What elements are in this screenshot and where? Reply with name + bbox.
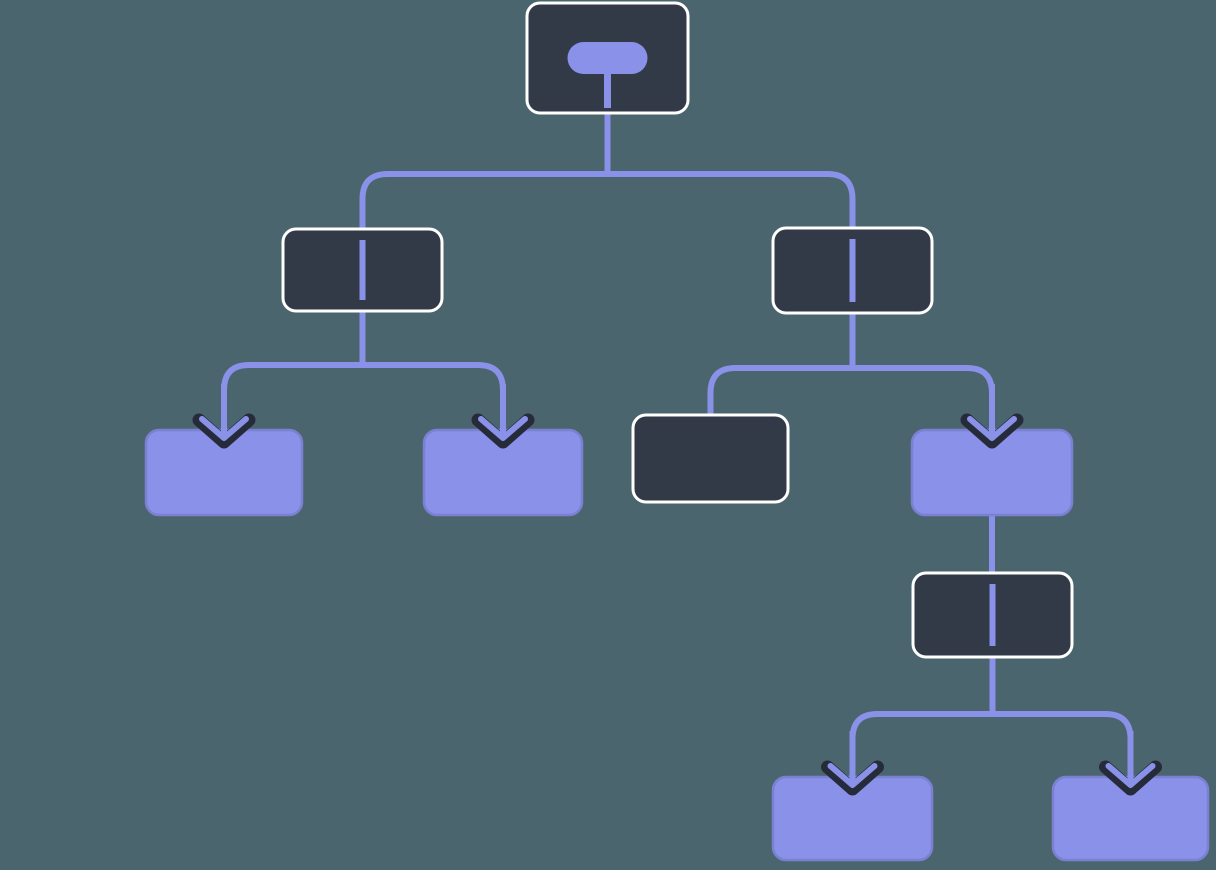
edge-root-to-branch-right	[604, 113, 856, 231]
arrow-into-node-icon	[192, 384, 256, 449]
edge-branch-right-to-task-plain	[707, 313, 856, 418]
arrowhead-down-icon	[199, 416, 249, 441]
node-task-plain[interactable]	[631, 413, 790, 504]
arrow-into-node-icon	[960, 384, 1024, 449]
arrowhead-down-icon	[827, 763, 878, 788]
dark-node-body[interactable]	[631, 413, 790, 504]
arrowhead-down-icon	[967, 416, 1017, 441]
root-pill-shape	[567, 42, 648, 74]
root-pill-icon	[567, 42, 648, 108]
nodes-layer	[144, 1, 1210, 862]
arrow-into-node-icon	[471, 384, 535, 449]
node-icons-layer	[359, 42, 996, 646]
arrow-icons-layer	[192, 384, 1162, 796]
arrowhead-down-icon	[1105, 763, 1156, 788]
edge-root-to-branch-left	[359, 113, 611, 232]
arrow-into-node-icon	[821, 731, 884, 796]
arrowhead-down-icon	[478, 416, 528, 441]
arrow-into-node-icon	[1099, 731, 1162, 796]
